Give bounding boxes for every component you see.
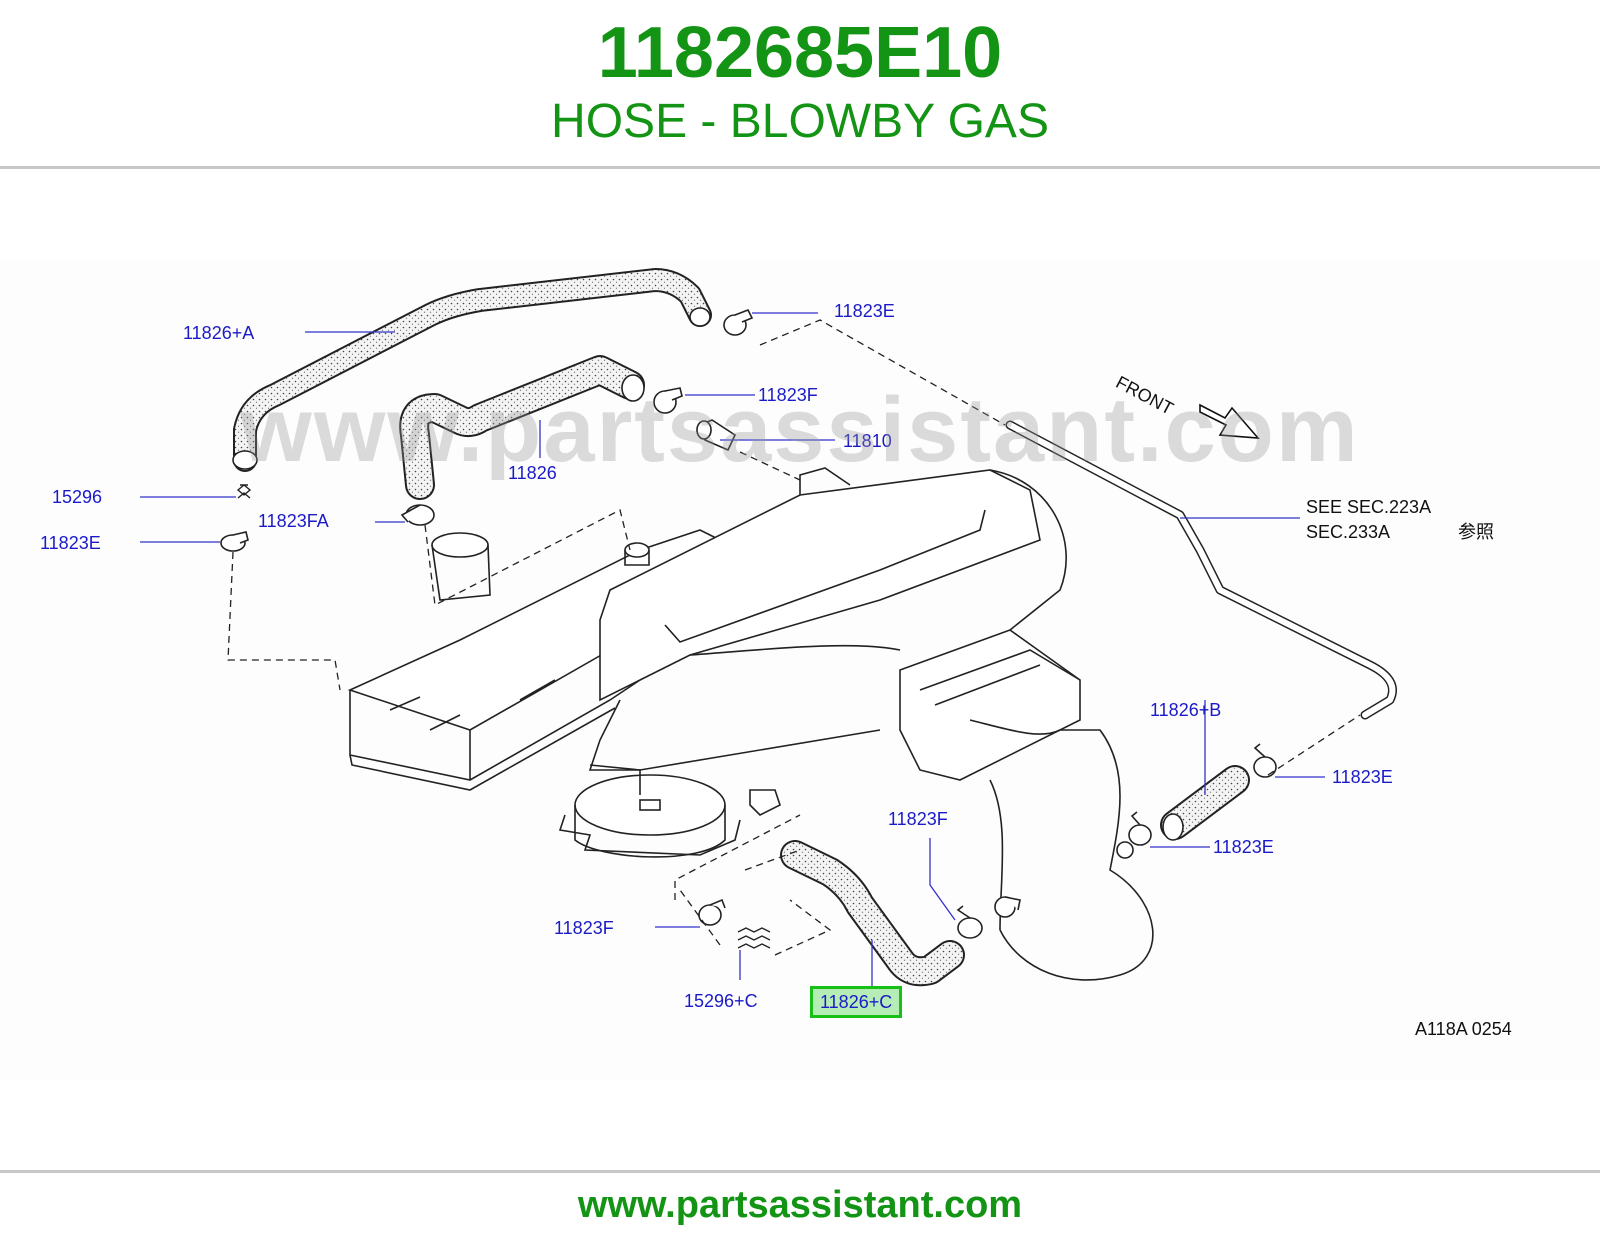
parts-diagram: FRONT 11826+A 11823E 11823F 11810 11826 …	[0, 260, 1600, 1080]
callout-15296[interactable]: 15296	[52, 487, 103, 507]
assembly-lines	[227, 319, 1361, 956]
callout-11823e-top[interactable]: 11823E	[834, 301, 895, 321]
callout-11823f-mid[interactable]: 11823F	[888, 809, 948, 829]
intake-manifold-drawing	[588, 467, 1067, 771]
footer-website-link[interactable]: www.partsassistant.com	[577, 1184, 1023, 1226]
callout-11823e-right[interactable]: 11823E	[1332, 767, 1393, 787]
header: 1182685E10 HOSE - BLOWBY GAS	[0, 0, 1600, 168]
oil-separator-drawing	[558, 764, 781, 858]
callout-11823e-mid[interactable]: 11823E	[1213, 837, 1274, 857]
filler-neck-drawing	[431, 532, 650, 601]
figure-code: A118A 0254	[1415, 1019, 1512, 1039]
callout-11810[interactable]: 11810	[843, 431, 892, 451]
part-number-title: 1182685E10	[597, 13, 1003, 93]
callout-11823e-left[interactable]: 11823E	[40, 533, 101, 553]
callout-11823fa[interactable]: 11823FA	[258, 511, 329, 531]
callout-11826[interactable]: 11826	[508, 463, 557, 483]
leader-lines	[140, 312, 1325, 987]
watermark: www.partsassistant.com	[240, 379, 1360, 481]
see-section-ref: 参照	[1458, 522, 1494, 542]
callout-15296-c[interactable]: 15296+C	[684, 991, 758, 1011]
part-name-subtitle: HOSE - BLOWBY GAS	[551, 95, 1049, 148]
pcv-valve-drawing	[696, 419, 737, 452]
throttle-body-drawing	[899, 629, 1154, 981]
bottom-divider	[0, 1170, 1600, 1173]
see-section-line1: SEE SEC.223A	[1306, 497, 1432, 517]
clamps-drawing	[220, 308, 1277, 939]
callout-11826-c-highlighted[interactable]: 11826+C	[810, 986, 903, 1018]
callout-11826-b[interactable]: 11826+B	[1150, 700, 1222, 720]
callout-11823f-top[interactable]: 11823F	[758, 385, 818, 405]
clips-drawing	[236, 484, 771, 949]
front-arrow-icon	[1199, 403, 1260, 439]
top-divider	[0, 166, 1600, 169]
callout-11826-a[interactable]: 11826+A	[183, 323, 255, 343]
callout-11823f-bottom[interactable]: 11823F	[554, 918, 614, 938]
diagram-drawing	[140, 268, 1397, 987]
see-section-line2: SEC.233A	[1306, 522, 1391, 542]
